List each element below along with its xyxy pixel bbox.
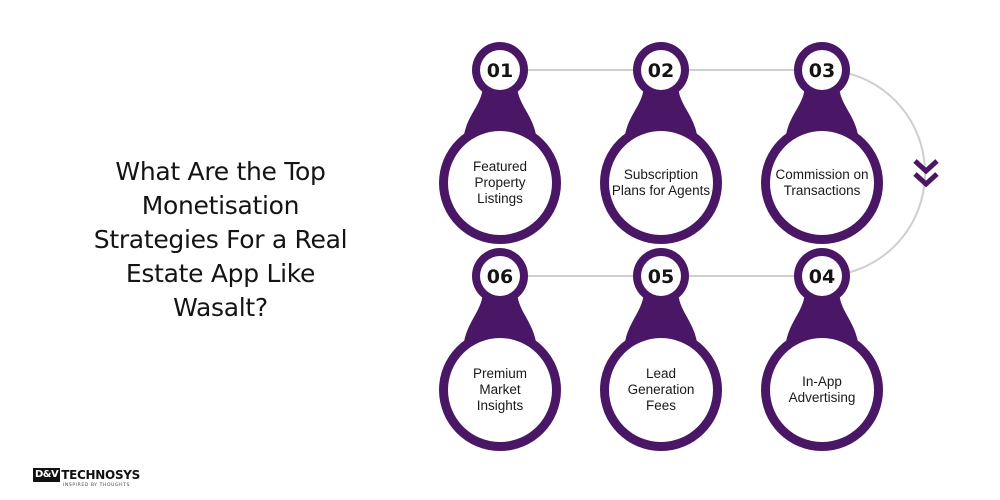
step-label-line: Fees [646,398,676,413]
step-connector [625,290,697,342]
step-badge-inner [480,256,520,296]
step-connector [786,84,858,135]
step-number: 02 [648,60,674,82]
step-number: 05 [648,266,674,288]
step-inner-circle [770,131,874,235]
step-label-line: Listings [477,191,523,206]
step-connector [464,290,536,342]
step-label-line: Plans for Agents [612,183,711,198]
step-badge-inner [802,50,842,90]
step-inner-circle [609,131,713,235]
logo-name: TECHNOSYS [61,468,141,482]
step-number: 03 [809,60,835,82]
step-badge-inner [480,50,520,90]
step-label-line: In-App [802,374,842,389]
step-label-line: Commission on [775,167,868,182]
step-inner-circle [448,338,552,442]
step-number: 01 [487,60,513,82]
step-inner-circle [609,338,713,442]
step-label-line: Market [479,382,521,397]
logo-mark: D&V [33,468,61,482]
step-label-line: Transactions [784,183,861,198]
step-inner-circle [770,338,874,442]
step-label-line: Lead [646,366,676,381]
company-logo: D&V TECHNOSYS INSPIRED BY THOUGHTS [33,468,140,488]
step-label-line: Featured [473,159,527,174]
step-label-line: Premium [473,366,527,381]
step-label-line: Property [474,175,525,190]
step-number: 04 [809,266,835,288]
step-label-line: Generation [628,382,695,397]
step-number: 06 [487,266,513,288]
step-inner-circle [448,131,552,235]
page-title: What Are the Top Monetisation Strategies… [93,157,348,322]
double-chevron-down-icon [913,159,939,188]
step-badge-inner [802,256,842,296]
step-connector [464,84,536,135]
step-badge-inner [641,50,681,90]
step-label-line: Advertising [789,390,856,405]
step-label-line: Subscription [624,167,698,182]
step-badge-inner [641,256,681,296]
step-label-line: Insights [477,398,524,413]
step-connector [786,290,858,342]
step-connector [625,84,697,135]
logo-tagline: INSPIRED BY THOUGHTS [63,483,130,488]
